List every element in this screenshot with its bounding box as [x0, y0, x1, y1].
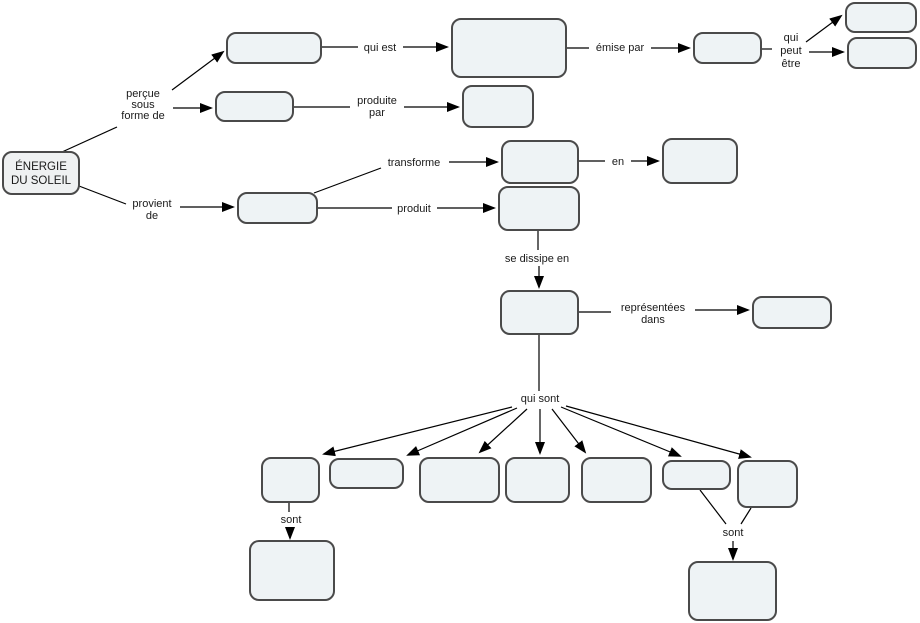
- node-emise-par-target[interactable]: [693, 32, 762, 64]
- node-box-qui-sont-5[interactable]: [581, 457, 652, 503]
- edge-label-sont-left: sont: [281, 514, 302, 526]
- node-en-target[interactable]: [662, 138, 738, 184]
- edge-label-sont-right: sont: [723, 527, 744, 539]
- node-qui-sont-3[interactable]: [419, 457, 500, 503]
- node-box-qui-sont-1[interactable]: [261, 457, 320, 503]
- edge-label-transforme: transforme: [388, 157, 441, 169]
- node-qui-est-target[interactable]: [451, 18, 567, 78]
- node-box-percue-2[interactable]: [215, 91, 294, 122]
- node-percue-2[interactable]: [215, 91, 294, 122]
- connector-root-to-percue-label: [61, 126, 118, 153]
- connector-root-to-provient: [78, 185, 127, 205]
- node-box-qui-sont-4[interactable]: [505, 457, 570, 503]
- connector-quisont-to-b3: [478, 408, 528, 454]
- node-box-qui-est-target[interactable]: [451, 18, 567, 78]
- node-percue-1[interactable]: [226, 32, 322, 64]
- node-box-qui-sont-7[interactable]: [737, 460, 798, 508]
- node-sont-right-target[interactable]: [688, 561, 777, 621]
- connector-b6-to-sont: [699, 489, 727, 525]
- node-box-percue-1[interactable]: [226, 32, 322, 64]
- connector-percue-label-to-box1: [171, 50, 225, 91]
- node-box-en-target[interactable]: [662, 138, 738, 184]
- edge-label-produit: produit: [397, 203, 431, 215]
- node-qui-sont-6[interactable]: [662, 460, 731, 490]
- node-box-transforme-target[interactable]: [501, 140, 579, 184]
- edge-label-qui-sont: qui sont: [521, 393, 560, 405]
- node-sont-left-target[interactable]: [249, 540, 335, 601]
- node-box-peut-etre-2[interactable]: [847, 37, 917, 69]
- node-box-root[interactable]: [2, 151, 80, 195]
- edge-label-emise-par: émise par: [596, 42, 645, 54]
- node-box-representees-target[interactable]: [752, 296, 832, 329]
- node-box-produit-target[interactable]: [498, 186, 580, 231]
- connector-peutetre-to-top: [805, 14, 843, 43]
- node-box-sont-left-target[interactable]: [249, 540, 335, 601]
- node-box-peut-etre-1[interactable]: [845, 2, 917, 33]
- node-peut-etre-1[interactable]: [845, 2, 917, 33]
- connector-provbox-to-transforme: [313, 167, 382, 194]
- node-produit-target[interactable]: [498, 186, 580, 231]
- node-box-produite-par-target[interactable]: [462, 85, 534, 128]
- edge-label-se-dissipe-en: se dissipe en: [505, 253, 569, 265]
- connector-quisont-to-b5: [551, 408, 587, 454]
- connector-quisont-to-b7: [565, 405, 752, 459]
- node-box-qui-sont-6[interactable]: [662, 460, 731, 490]
- node-box-qui-sont-3[interactable]: [419, 457, 500, 503]
- node-box-sont-right-target[interactable]: [688, 561, 777, 621]
- node-dissipe-target[interactable]: [500, 290, 579, 335]
- connector-quisont-to-b6: [560, 406, 682, 457]
- node-provient-target[interactable]: [237, 192, 318, 224]
- edge-label-qui-est: qui est: [364, 42, 396, 54]
- connector-quisont-to-b2: [406, 407, 518, 456]
- node-box-emise-par-target[interactable]: [693, 32, 762, 64]
- node-peut-etre-2[interactable]: [847, 37, 917, 69]
- node-qui-sont-5[interactable]: [581, 457, 652, 503]
- node-qui-sont-1[interactable]: [261, 457, 320, 503]
- node-qui-sont-4[interactable]: [505, 457, 570, 503]
- node-produite-par-target[interactable]: [462, 85, 534, 128]
- node-box-dissipe-target[interactable]: [500, 290, 579, 335]
- node-representees-target[interactable]: [752, 296, 832, 329]
- node-box-provient-target[interactable]: [237, 192, 318, 224]
- connector-b7-to-sont: [740, 507, 752, 525]
- connector-quisont-to-b1: [322, 406, 513, 457]
- node-box-qui-sont-2[interactable]: [329, 458, 404, 489]
- edge-label-en: en: [612, 156, 624, 168]
- connector-layer: [61, 14, 845, 561]
- node-qui-sont-2[interactable]: [329, 458, 404, 489]
- node-transforme-target[interactable]: [501, 140, 579, 184]
- node-qui-sont-7[interactable]: [737, 460, 798, 508]
